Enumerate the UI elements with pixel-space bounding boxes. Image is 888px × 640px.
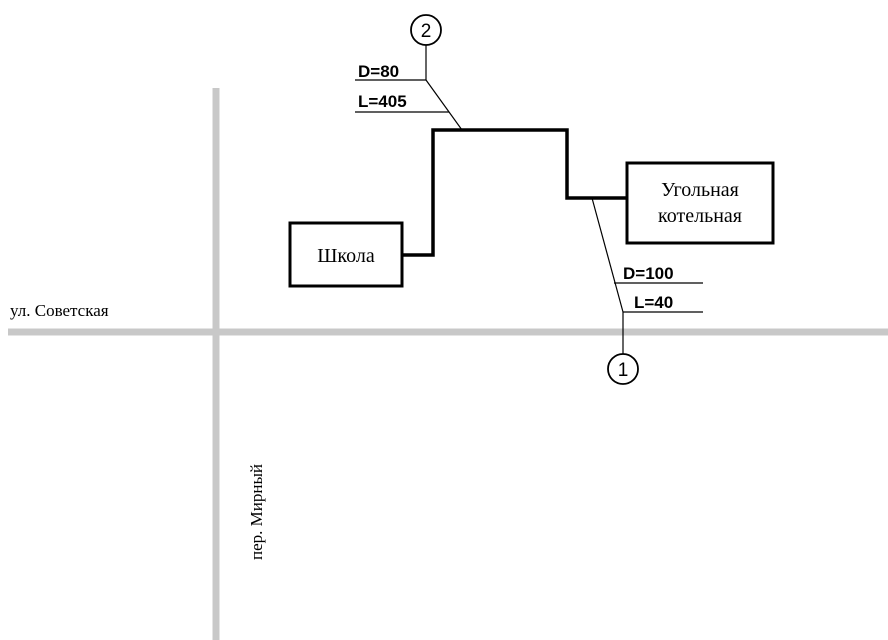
building-boiler-label-line2: котельная	[658, 205, 742, 227]
node-2-label: 2	[421, 21, 432, 42]
building-boiler-house	[625, 161, 775, 245]
building-school	[288, 221, 404, 288]
callout-leader-upper	[425, 79, 463, 131]
annotation-upper-diameter: D=80	[358, 62, 399, 81]
callout-leader-lower	[591, 197, 624, 313]
node-1-marker	[607, 353, 639, 385]
node-2-marker	[410, 14, 442, 46]
annotation-upper-length: L=405	[358, 92, 407, 111]
pipeline-route	[402, 128, 627, 257]
building-boiler-label-line1: Угольная	[661, 179, 739, 201]
street-label-mirny: пер. Мирный	[247, 464, 266, 560]
annotation-lower-length: L=40	[634, 293, 673, 312]
building-school-label: Школа	[317, 245, 375, 267]
street-label-sovetskaya: ул. Советская	[10, 301, 109, 320]
annotation-lower-diameter: D=100	[623, 264, 674, 283]
node-1-label: 1	[618, 360, 629, 381]
